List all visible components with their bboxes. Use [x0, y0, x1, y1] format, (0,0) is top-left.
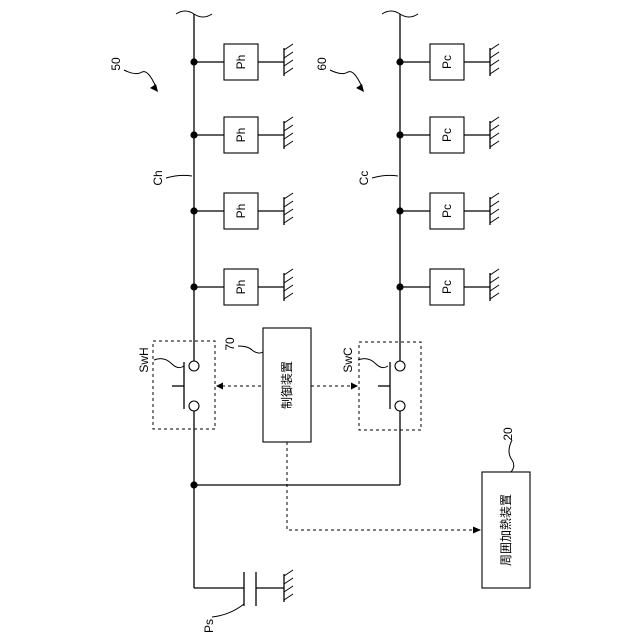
control-link-heater: [287, 442, 472, 530]
cool-unit-label: Pc: [440, 280, 454, 294]
heat-unit-label: Ph: [234, 204, 248, 219]
cool-unit-label: Pc: [440, 128, 454, 142]
switch-heat-label: SwH: [137, 347, 151, 372]
controller-ref: 70: [223, 337, 237, 351]
switch-heat-terminal: [189, 361, 199, 371]
cool-unit-label: Pc: [440, 55, 454, 69]
ref-leader-cc: [372, 175, 398, 178]
group-heat-ref: 50: [109, 57, 123, 71]
heat-unit-label: Ph: [234, 280, 248, 295]
heater-ref: 20: [501, 427, 515, 441]
group-cool-ref: 60: [315, 57, 329, 71]
ref-leader-70: [238, 346, 263, 353]
junction-dot: [190, 481, 197, 488]
source-leader: [212, 604, 244, 617]
arrowhead-icon: [351, 383, 358, 390]
switch-cool-label: SwC: [341, 347, 355, 373]
arrowhead-icon: [216, 383, 223, 390]
controller-label: 制御装置: [279, 361, 294, 409]
cool-unit-row: [396, 44, 499, 305]
line-cool-label: Cc: [357, 171, 371, 186]
line-heat-label: Ch: [151, 170, 165, 185]
ref-leader-50: [124, 70, 156, 87]
ref-leader-ch: [166, 175, 192, 178]
heat-unit-row: [190, 44, 293, 305]
switch-cool-terminal: [395, 361, 405, 371]
switch-cool-terminal: [395, 401, 405, 411]
cool-unit-label: Pc: [440, 204, 454, 218]
ref-leader-swh: [154, 359, 184, 368]
source-label: Ps: [202, 619, 216, 633]
switch-heat-terminal: [189, 401, 199, 411]
heat-unit-label: Ph: [234, 55, 248, 70]
ref-leader-swc: [358, 359, 388, 368]
ref-leader-60: [330, 70, 362, 87]
ref-leader-20: [509, 440, 514, 472]
arrowhead-icon: [473, 527, 481, 534]
heater-label: 周囲加熱装置: [499, 494, 513, 566]
heat-unit-label: Ph: [234, 128, 248, 143]
